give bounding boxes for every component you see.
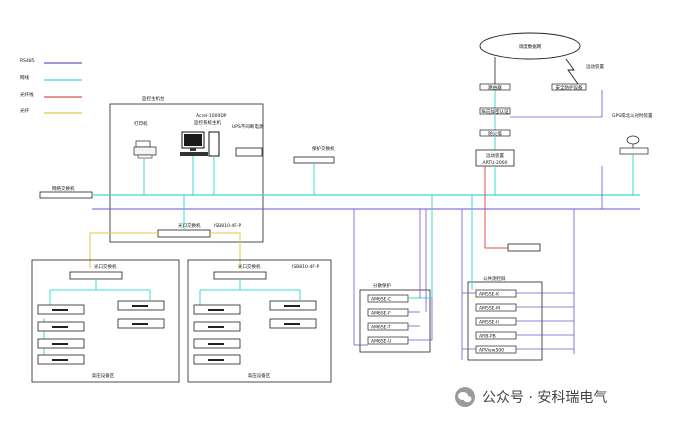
fiber-cable-line	[484, 166, 508, 249]
wechat-logo-icon	[455, 387, 475, 407]
left-switch-label: 光口交换机	[94, 263, 117, 270]
comm-device-3	[475, 317, 517, 326]
protection-device-label: AM6SE-C	[371, 297, 391, 303]
comm-device-5	[475, 345, 517, 354]
watermark-text: 公众号 · 安科瑞电气	[482, 390, 608, 406]
comm-device-label: AM5SE-M	[479, 306, 500, 312]
right-hv-area-frame	[187, 259, 332, 383]
protection-panel-title: 分散保护	[373, 282, 391, 289]
legend-item-fiber-cable: 光纤线	[20, 91, 82, 98]
protection-device-4	[367, 336, 409, 345]
legend-item-network: 网线	[20, 74, 82, 81]
left-fiber-switch	[69, 271, 123, 280]
protection-device-3	[367, 322, 409, 331]
satellite-dish-icon	[626, 135, 640, 145]
vertical-encryption-label: 纵向加密认证	[482, 108, 509, 115]
core-switch-label: 光口交换机	[178, 222, 201, 229]
protect-switch-label: 保护交换机	[312, 145, 335, 152]
right-switch-model: ISB810-4F-P	[292, 264, 320, 270]
ups-label: UPS不间断电源	[232, 123, 264, 130]
comm-panel-title: 公共测控屏	[483, 275, 506, 282]
firewall-label: 防火墙	[488, 130, 502, 137]
comm-device-1	[475, 289, 517, 298]
protection-device-label: AM6SE-U	[371, 339, 391, 345]
comm-device-label: APView500	[479, 348, 504, 354]
comm-device-label: ARB-PB	[479, 334, 496, 340]
wireless-link-icon	[565, 58, 579, 85]
protection-device-label: AM6SE-T	[371, 325, 391, 331]
legend-item-fiber: 光纤	[20, 107, 82, 114]
router-label: 路由器	[488, 84, 502, 91]
comm-device-label: AM5SE-II	[479, 320, 499, 326]
monitor-room-label: 监控主机台	[142, 95, 165, 102]
gps-device	[619, 135, 649, 155]
protection-switch	[293, 156, 335, 164]
legend-item-rs485: RS485	[20, 58, 82, 64]
right-area-label: 高压设备区	[248, 372, 271, 379]
watermark: 公众号 · 安科瑞电气	[454, 384, 607, 410]
net-switch-label: 网络交换机	[52, 185, 75, 192]
remote-device-label: 远动装置	[486, 152, 504, 159]
printer-label: 打印机	[134, 120, 148, 127]
protection-panel-frame	[359, 289, 431, 353]
fiber-line	[210, 232, 241, 268]
monitor-room-frame	[109, 103, 264, 243]
core-switch-model: ISB810-4F-P	[214, 223, 242, 229]
protection-device-label: AM6SE-F	[371, 311, 391, 317]
network-switch	[39, 191, 93, 199]
remote-device-model: ARTU-2000	[483, 160, 508, 166]
cloud-label: 调度数据网	[519, 43, 542, 50]
protection-device-2	[367, 308, 409, 317]
host-model-label: Acrel-1000DP	[196, 113, 227, 119]
ups-icon	[235, 147, 263, 157]
dispatch-network-cloud: 调度数据网	[479, 32, 581, 60]
legend-label: 光纤	[20, 107, 29, 114]
gps-label: GPS或北斗对时装置	[612, 112, 653, 119]
right-fiber-switch	[213, 271, 267, 280]
legend-label: 网线	[20, 74, 29, 81]
legend-label: RS485	[20, 58, 35, 64]
security-device-label: 安全防护设备	[556, 84, 583, 91]
comm-device-2	[475, 303, 517, 312]
fiber-device-box	[507, 243, 541, 252]
comm-device-label: AM5SE-K	[479, 292, 500, 298]
comm-device-4	[475, 331, 517, 340]
left-hv-area-frame	[31, 259, 180, 383]
link-line	[510, 90, 603, 118]
legend-label: 光纤线	[20, 91, 34, 98]
protection-panel-items: AM6SE-C AM6SE-F AM6SE-T AM6SE-U	[367, 294, 409, 345]
printer-icon	[133, 140, 157, 159]
wireless-label: 远动装置	[586, 63, 604, 70]
security-device-box	[551, 83, 587, 91]
left-area-label: 高压设备区	[92, 372, 115, 379]
gps-receiver-box	[619, 147, 649, 155]
right-switch-label: 光口交换机	[238, 263, 261, 270]
cloud-icon	[479, 32, 581, 60]
host-name-label: 监控系统主机	[194, 119, 221, 126]
comm-panel-items: AM5SE-K AM5SE-M AM5SE-II ARB-PB APView50…	[475, 289, 517, 354]
core-fiber-switch	[157, 229, 211, 238]
legend: RS485 网线 光纤线 光纤	[20, 58, 82, 114]
computer-icon	[180, 131, 220, 157]
